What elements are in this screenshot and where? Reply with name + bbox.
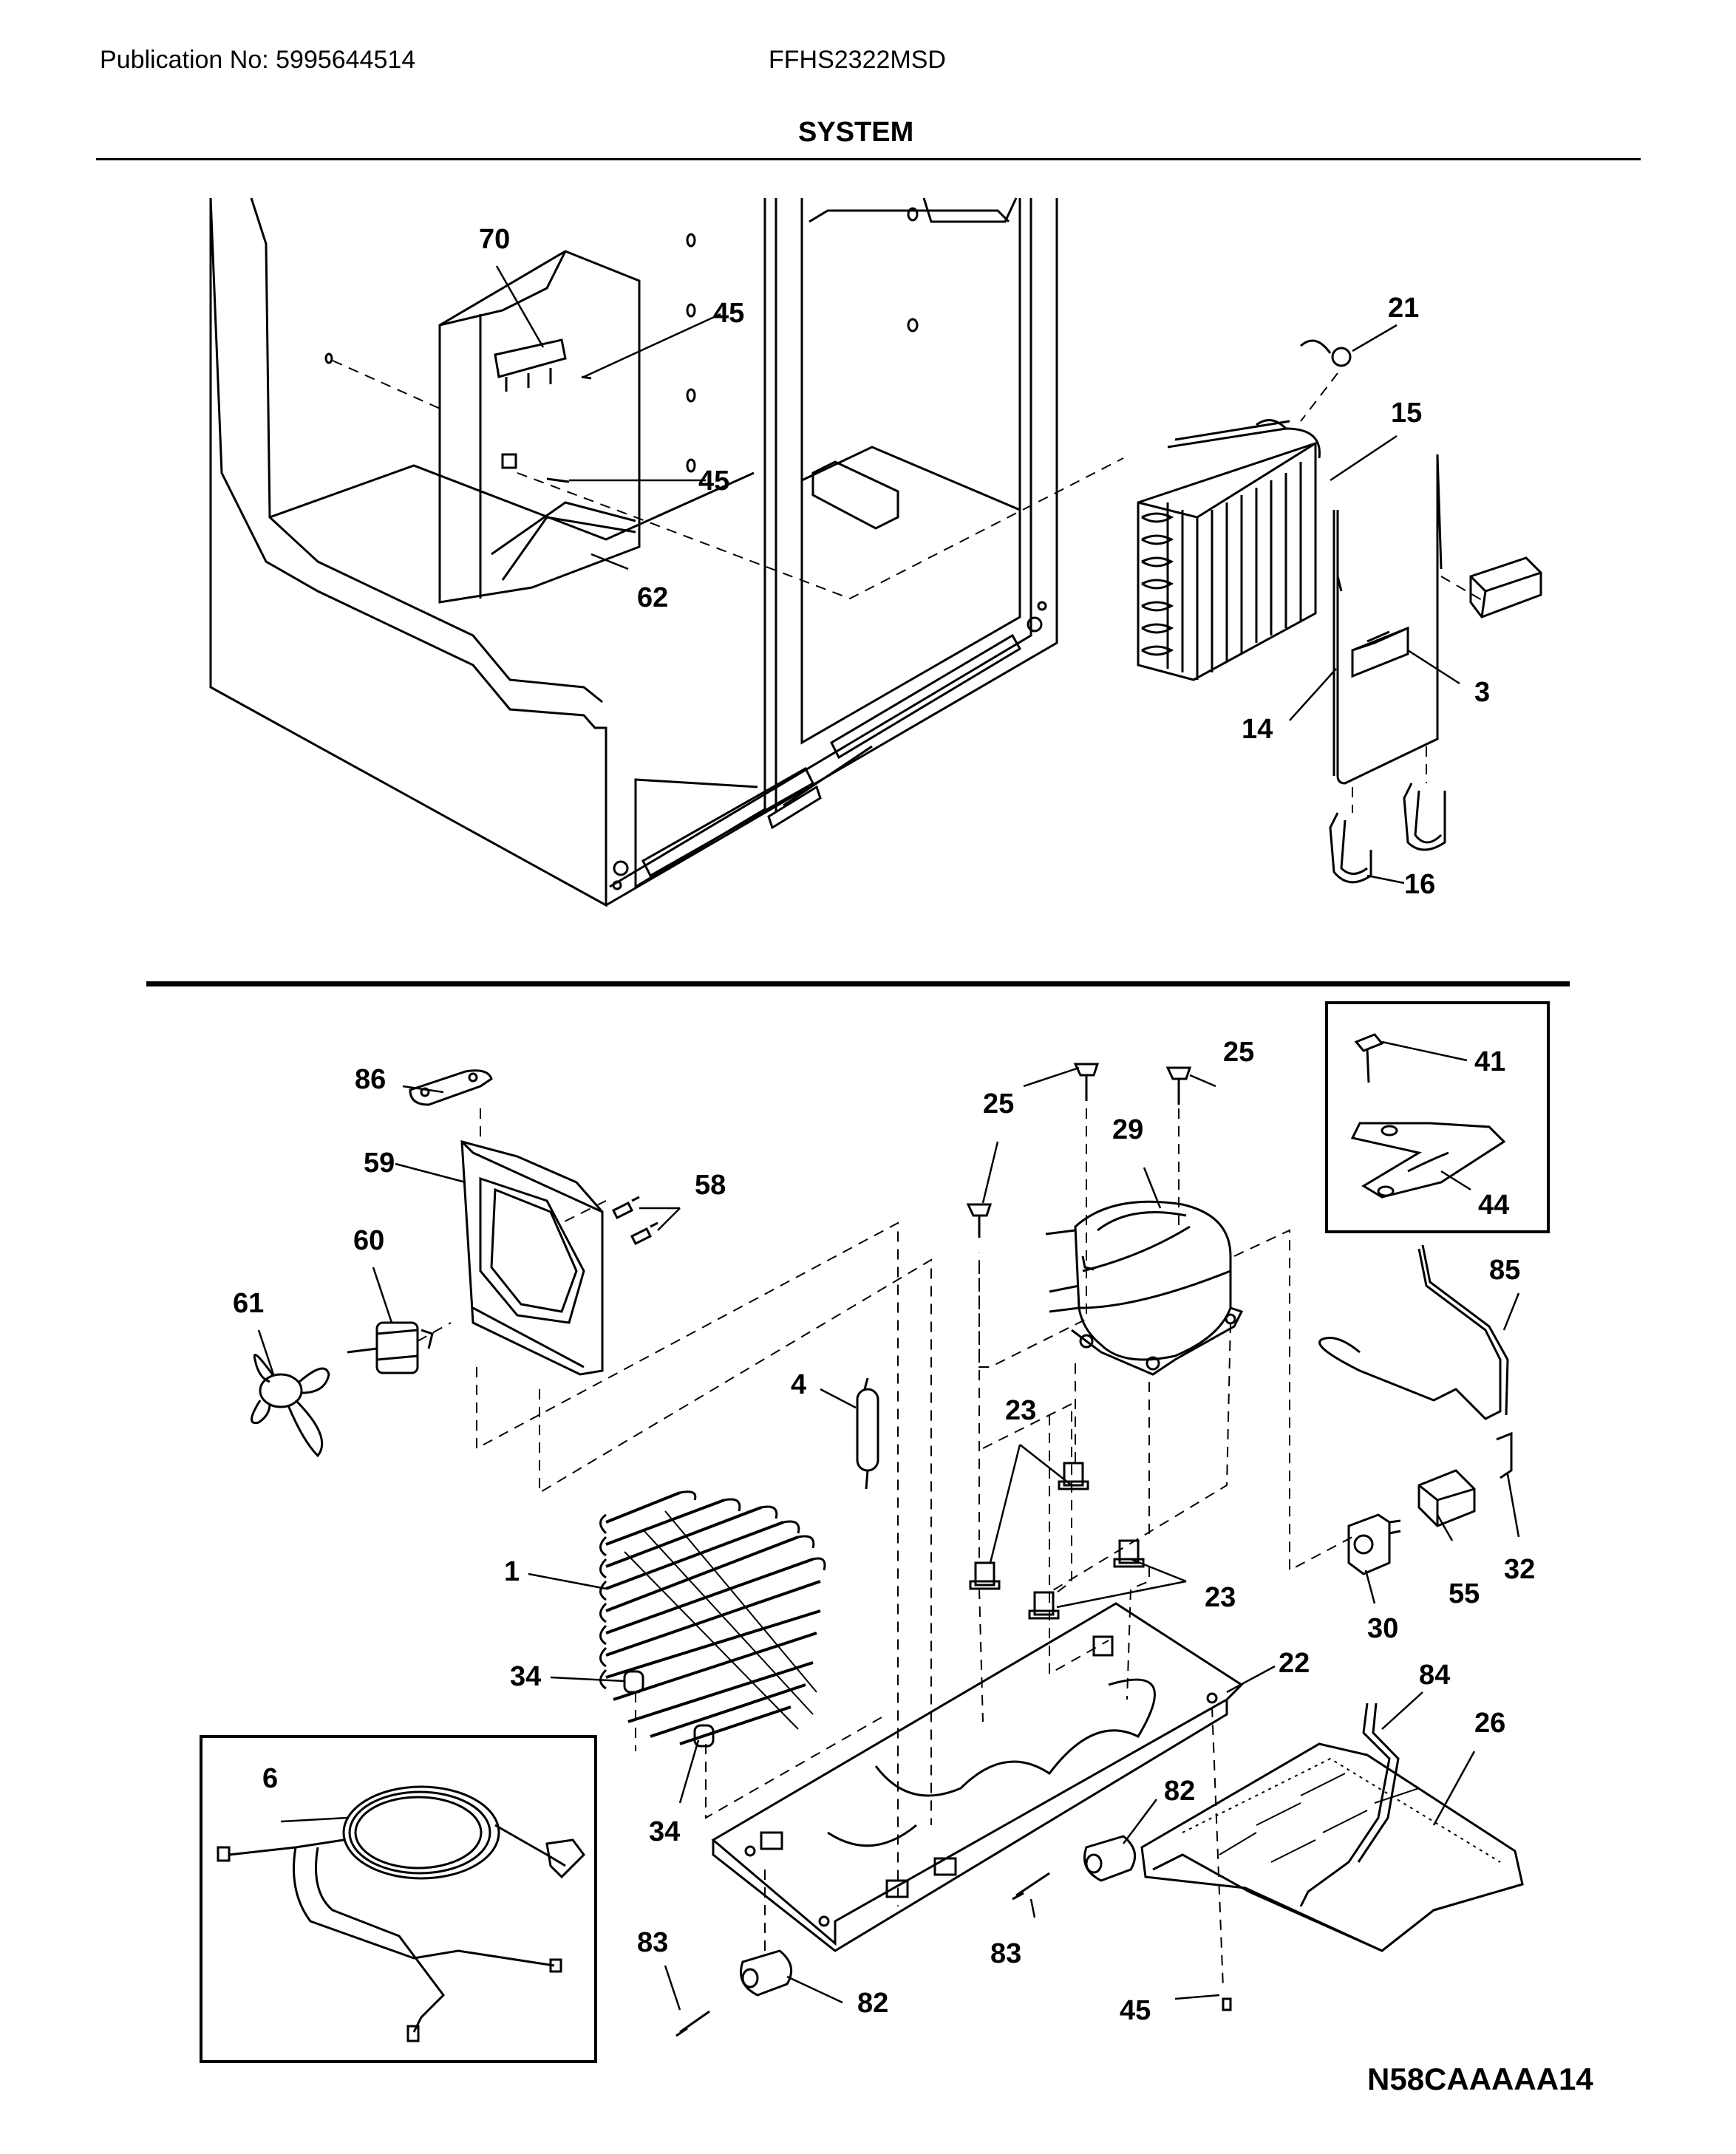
inset-bracket-box bbox=[1325, 1001, 1550, 1233]
top-dashed-guides bbox=[332, 360, 1483, 813]
condenser-coil-1-drawing bbox=[599, 1490, 826, 1745]
drier-4-drawing bbox=[856, 1377, 879, 1490]
callout-58: 58 bbox=[695, 1170, 726, 1201]
fan-motor-60-drawing bbox=[347, 1321, 434, 1374]
callout-85: 85 bbox=[1489, 1255, 1521, 1286]
screws-58-drawing bbox=[611, 1196, 658, 1246]
section-divider bbox=[146, 981, 1570, 986]
bracket-86-drawing bbox=[409, 1069, 493, 1106]
callout-44: 44 bbox=[1478, 1190, 1510, 1221]
grommets-23-drawing bbox=[969, 1462, 1145, 1620]
callout-70: 70 bbox=[479, 224, 511, 255]
fan-shroud-59-drawing bbox=[460, 1140, 604, 1376]
callout-41: 41 bbox=[1474, 1046, 1506, 1077]
callout-1: 1 bbox=[504, 1556, 520, 1587]
leader-lines bbox=[257, 265, 1520, 2011]
callout-25-right: 25 bbox=[1223, 1037, 1255, 1068]
callout-16: 16 bbox=[1404, 869, 1436, 900]
callout-45-lower: 45 bbox=[698, 466, 730, 497]
power-cord-6-inset bbox=[200, 1735, 597, 2063]
callout-59: 59 bbox=[364, 1148, 395, 1179]
callout-84: 84 bbox=[1419, 1660, 1451, 1691]
callout-25-left: 25 bbox=[983, 1088, 1015, 1119]
bottom-dashed-guides bbox=[417, 1108, 1353, 1988]
base-plate-22-drawing bbox=[711, 1602, 1244, 1952]
callout-86: 86 bbox=[355, 1064, 387, 1095]
callout-61: 61 bbox=[233, 1288, 265, 1319]
feet-82-drawing bbox=[675, 1835, 1137, 2037]
callout-29: 29 bbox=[1112, 1114, 1144, 1145]
cabinet-drawing bbox=[209, 197, 1058, 907]
callout-55: 55 bbox=[1449, 1578, 1480, 1609]
callout-45-bottom: 45 bbox=[1120, 1995, 1151, 2026]
callout-62: 62 bbox=[637, 582, 669, 613]
callout-22: 22 bbox=[1279, 1648, 1310, 1679]
callout-14: 14 bbox=[1242, 714, 1273, 745]
drain-pan-26-drawing bbox=[1140, 1703, 1524, 2011]
relay-overload-drawing bbox=[1347, 1431, 1513, 1575]
callout-26: 26 bbox=[1474, 1708, 1506, 1739]
callout-83-right: 83 bbox=[990, 1938, 1022, 1969]
fan-blade-61-drawing bbox=[251, 1354, 330, 1458]
grommets-34-drawing bbox=[623, 1670, 715, 1748]
callout-23-lower: 23 bbox=[1205, 1582, 1236, 1613]
callout-82-right: 82 bbox=[1164, 1776, 1196, 1807]
page-title: SYSTEM bbox=[798, 117, 914, 148]
callout-4: 4 bbox=[791, 1369, 807, 1400]
tube-85-drawing bbox=[1318, 1244, 1509, 1420]
callout-23-upper: 23 bbox=[1005, 1395, 1037, 1426]
diagram-code: N58CAAAAA14 bbox=[1367, 2062, 1593, 2096]
callout-21: 21 bbox=[1388, 293, 1420, 324]
publication-number: Publication No: 5995644514 bbox=[100, 46, 416, 74]
top-rule bbox=[96, 158, 1641, 160]
callout-60: 60 bbox=[353, 1225, 385, 1256]
model-number: FFHS2322MSD bbox=[769, 46, 946, 74]
callout-45-upper: 45 bbox=[713, 298, 745, 329]
callout-83-left: 83 bbox=[637, 1927, 669, 1958]
callout-15: 15 bbox=[1391, 398, 1423, 429]
callout-30: 30 bbox=[1367, 1613, 1399, 1644]
callout-82-left: 82 bbox=[857, 1988, 889, 2019]
callout-34-lower: 34 bbox=[649, 1816, 681, 1847]
callout-6: 6 bbox=[262, 1763, 279, 1794]
compressor-29-drawing bbox=[966, 1063, 1244, 1376]
evaporator-15-drawing bbox=[1137, 339, 1542, 884]
callout-32: 32 bbox=[1504, 1554, 1536, 1585]
callout-34-upper: 34 bbox=[510, 1661, 542, 1692]
ice-container-62-drawing bbox=[438, 250, 641, 604]
callout-3: 3 bbox=[1474, 677, 1491, 708]
